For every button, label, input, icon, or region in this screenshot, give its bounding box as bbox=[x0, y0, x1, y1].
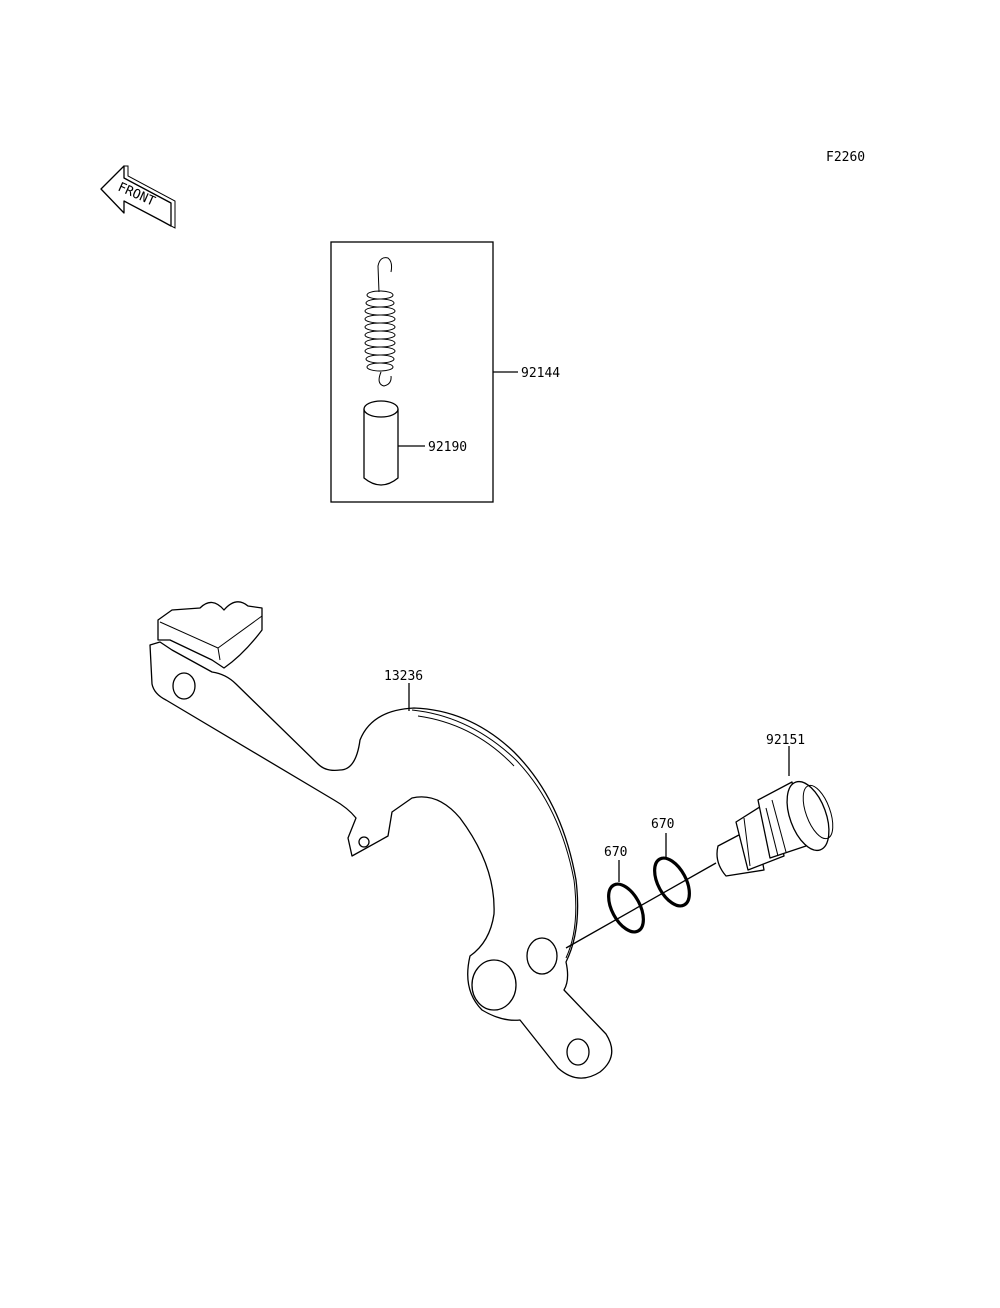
kit-label: 92144 bbox=[521, 366, 560, 381]
collar-label: 92190 bbox=[428, 440, 467, 455]
pedal-label: 13236 bbox=[384, 669, 423, 684]
brake-pedal bbox=[149, 601, 613, 1079]
figure-code: F2260 bbox=[826, 150, 865, 165]
front-arrow-icon: FRONT bbox=[100, 165, 176, 229]
collar bbox=[363, 400, 399, 486]
oring-left-label: 670 bbox=[604, 845, 627, 860]
oring-left bbox=[607, 882, 645, 934]
shaft-label: 92151 bbox=[766, 733, 805, 748]
pivot-shaft bbox=[716, 780, 834, 877]
return-spring bbox=[364, 257, 396, 387]
oring-right bbox=[653, 856, 691, 908]
oring-right-label: 670 bbox=[651, 817, 674, 832]
kit-box bbox=[330, 241, 494, 503]
